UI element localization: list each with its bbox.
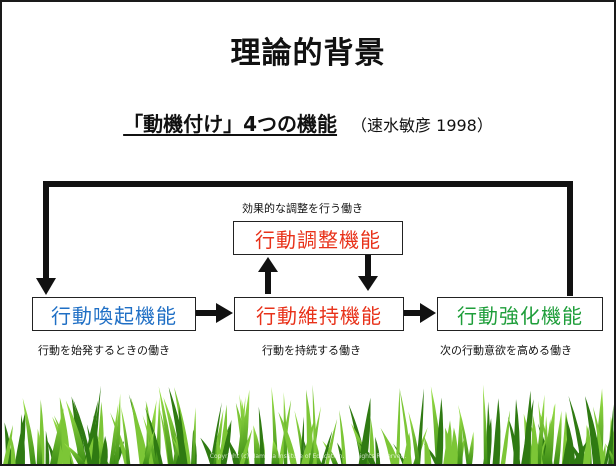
node-reinforcement: 行動強化機能 [437, 297, 603, 331]
arrow-adjustment-to-maintenance-head [358, 276, 378, 291]
subtitle-main: 「動機付け」4つの機能 [123, 112, 338, 136]
node-adjustment-label: 行動調整機能 [255, 227, 381, 252]
caption-arousal: 行動を始発するときの働き [38, 344, 170, 357]
feedback-loop-line [43, 181, 573, 296]
copyright-notice: Copyright (c) Hamada Institute of Educat… [209, 453, 407, 460]
grass-decoration [3, 384, 614, 464]
node-maintenance: 行動維持機能 [234, 297, 404, 331]
caption-reinforcement: 次の行動意欲を高める働き [440, 344, 572, 357]
node-arousal: 行動喚起機能 [32, 297, 196, 331]
subtitle-source: （速水敏彦 1998） [351, 116, 493, 135]
arrow-maintenance-to-adjustment-head [258, 257, 278, 272]
node-adjustment: 行動調整機能 [233, 221, 403, 255]
caption-adjustment: 効果的な調整を行う働き [242, 202, 363, 215]
subtitle: 「動機付け」4つの機能 （速水敏彦 1998） [2, 108, 614, 137]
node-reinforcement-label: 行動強化機能 [457, 303, 583, 328]
node-arousal-label: 行動喚起機能 [51, 303, 177, 328]
caption-maintenance: 行動を持続する働き [262, 344, 361, 357]
node-maintenance-label: 行動維持機能 [256, 303, 382, 328]
arrow-arousal-to-maintenance-head [216, 303, 233, 323]
arrow-maintenance-to-reinforcement-head [420, 303, 436, 323]
slide-title: 理論的背景 [230, 36, 386, 71]
feedback-loop-arrowhead [36, 278, 56, 295]
